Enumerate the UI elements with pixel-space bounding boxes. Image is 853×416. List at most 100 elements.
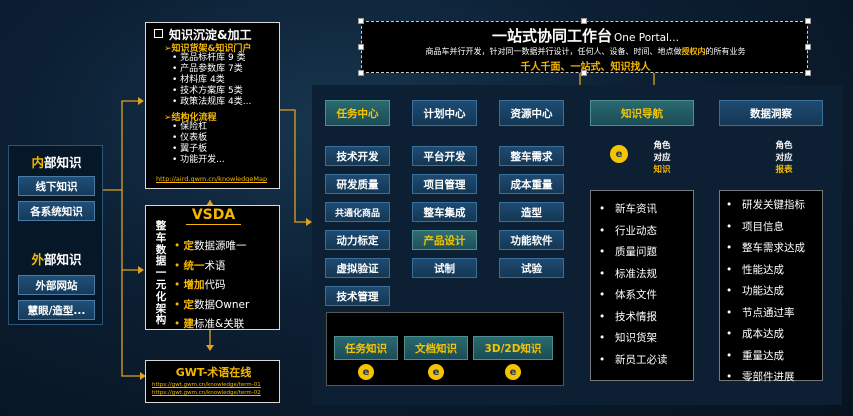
knowledge-nav-list: 新车资讯 行业动态 质量问题 标准法规 体系文件 技术情报 知识货架 新员工必读	[599, 199, 668, 371]
list-item[interactable]: 成本达成	[726, 324, 805, 346]
gwt-box: GWT-术语在线 https://gwt.gwm.cn/knowledge/te…	[145, 360, 280, 403]
tech-development-button[interactable]: 技术开发	[325, 146, 390, 166]
plan-center-header[interactable]: 计划中心	[412, 100, 477, 126]
list-item[interactable]: 竞品标杆库 9 类	[172, 53, 251, 64]
knowledge-nav-header[interactable]: 知识导航	[590, 100, 694, 126]
list-item[interactable]: 仪表板	[172, 133, 225, 144]
knowledge-box-title: 知识沉淀&加工	[154, 26, 279, 43]
selection-handle[interactable]	[805, 18, 811, 24]
knowledge-logo-icon: e	[610, 145, 628, 163]
gwt-link-1[interactable]: https://gwt.gwm.cn/knowledge/term-01	[152, 382, 261, 388]
power-calibration-button[interactable]: 动力标定	[325, 230, 390, 250]
virtual-validation-button[interactable]: 虚拟验证	[325, 258, 390, 278]
portal-subtitle: One Portal...	[614, 32, 679, 44]
knowledge-processing-box: 知识沉淀&加工 ➢知识货架&知识门户 竞品标杆库 9 类 产品参数库 7类 材料…	[145, 22, 280, 189]
vsda-box: VSDA 整车数 据一元 化架构 • 定数据源唯一 • 统一术语 • 增加代码 …	[145, 205, 280, 330]
list-item[interactable]: 整车需求达成	[726, 238, 805, 260]
task-knowledge-tag[interactable]: 任务知识	[334, 336, 398, 360]
data-insight-list-box: 研发关键指标 项目信息 整车需求达成 性能达成 功能达成 节点通过率 成本达成 …	[719, 190, 823, 383]
list-item[interactable]: 性能达成	[726, 260, 805, 282]
list-item[interactable]: 产品参数库 7类	[172, 64, 251, 75]
selection-handle[interactable]	[805, 70, 811, 76]
external-knowledge-title: 外部知识	[31, 252, 82, 267]
selection-handle[interactable]	[358, 44, 364, 50]
vsda-vertical-label: 整车数 据一元 化架构	[155, 220, 167, 327]
vehicle-integration-button[interactable]: 整车集成	[412, 202, 477, 222]
vsda-principles: • 定数据源唯一 • 统一术语 • 增加代码 • 定数据Owner • 建标准&…	[174, 237, 249, 335]
function-software-button[interactable]: 功能软件	[499, 230, 564, 250]
platform-development-button[interactable]: 平台开发	[412, 146, 477, 166]
data-insight-header[interactable]: 数据洞察	[719, 100, 823, 126]
list-item[interactable]: 研发关键指标	[726, 195, 805, 217]
knowledge-logo-icon: e	[505, 364, 521, 380]
knowledge-shelf-list: 竞品标杆库 9 类 产品参数库 7类 材料库 4类 技术方案库 5类 政策法规库…	[172, 53, 251, 108]
selection-handle[interactable]	[581, 70, 587, 76]
list-item[interactable]: 材料库 4类	[172, 75, 251, 86]
list-item[interactable]: 新员工必读	[599, 350, 668, 372]
data-insight-role-note: 角色对应报表	[775, 141, 793, 175]
external-website-button[interactable]: 外部网站	[18, 275, 95, 295]
list-item[interactable]: 标准法规	[599, 264, 668, 286]
list-item[interactable]: 质量问题	[599, 242, 668, 264]
selection-handle[interactable]	[358, 70, 364, 76]
list-item[interactable]: 翼子板	[172, 144, 225, 155]
rd-quality-button[interactable]: 研发质量	[325, 174, 390, 194]
system-knowledge-button[interactable]: 各系统知识	[18, 201, 95, 221]
list-item[interactable]: 零部件进展	[726, 367, 805, 389]
document-knowledge-tag[interactable]: 文档知识	[404, 336, 468, 360]
list-item[interactable]: 节点通过率	[726, 303, 805, 325]
selection-handle[interactable]	[358, 18, 364, 24]
knowledge-nav-list-box: 新车资讯 行业动态 质量问题 标准法规 体系文件 技术情报 知识货架 新员工必读	[590, 190, 694, 381]
list-item: • 定数据源唯一	[174, 240, 247, 252]
list-item[interactable]: 技术情报	[599, 307, 668, 329]
list-item[interactable]: 新车资讯	[599, 199, 668, 221]
styling-button[interactable]: 造型	[499, 202, 564, 222]
3d-2d-knowledge-tag[interactable]: 3D/2D知识	[473, 336, 553, 360]
selection-handle[interactable]	[805, 44, 811, 50]
resource-center-header[interactable]: 资源中心	[499, 100, 564, 126]
knowledge-nav-role-note: 角色对应知识	[653, 141, 671, 175]
list-item[interactable]: 知识货架	[599, 328, 668, 350]
list-item[interactable]: 体系文件	[599, 285, 668, 307]
vehicle-requirements-button[interactable]: 整车需求	[499, 146, 564, 166]
gwt-link-2[interactable]: https://gwt.gwm.cn/knowledge/term-02	[152, 390, 261, 396]
list-item[interactable]: 功能达成	[726, 281, 805, 303]
list-item: • 统一术语	[174, 259, 226, 272]
portal-description: 商品车并行开发，针对同一数据并行设计，任何人、设备、时间、地点做授权内的所有业务	[425, 47, 746, 56]
list-item[interactable]: 重量达成	[726, 346, 805, 368]
knowledge-logo-icon: e	[358, 364, 374, 380]
cost-weight-button[interactable]: 成本重量	[499, 174, 564, 194]
vsda-title: VSDA	[191, 207, 236, 223]
knowledge-source-panel: 内部知识 线下知识 各系统知识 外部知识 外部网站 慧眼/造型...	[8, 145, 103, 325]
gwt-title: GWT-术语在线	[175, 366, 252, 379]
selection-handle[interactable]	[581, 18, 587, 24]
internal-knowledge-title: 内部知识	[31, 155, 82, 170]
knowledge-shelf-section: ➢知识货架&知识门户	[164, 44, 252, 54]
list-item: • 定数据Owner	[174, 298, 250, 311]
testing-button[interactable]: 试验	[499, 258, 564, 278]
offline-knowledge-button[interactable]: 线下知识	[18, 176, 95, 196]
list-item[interactable]: 功能开发...	[172, 155, 225, 166]
trial-production-button[interactable]: 试制	[412, 258, 477, 278]
list-item: • 增加代码	[174, 279, 226, 291]
data-insight-list: 研发关键指标 项目信息 整车需求达成 性能达成 功能达成 节点通过率 成本达成 …	[726, 195, 805, 389]
list-item[interactable]: 政策法规库 4类...	[172, 97, 251, 108]
common-products-button[interactable]: 共通化商品	[325, 202, 390, 222]
knowledge-map-link[interactable]: http://aird.qwm.cn/knowledgeMap	[156, 175, 268, 183]
portal-title: 一站式协同工作台	[492, 27, 613, 45]
structured-process-section: ➢结构化流程	[164, 113, 217, 123]
list-item[interactable]: 行业动态	[599, 221, 668, 243]
task-center-header[interactable]: 任务中心	[325, 100, 390, 126]
list-item[interactable]: 保险杠	[172, 122, 225, 133]
project-management-button[interactable]: 项目管理	[412, 174, 477, 194]
list-item: • 建标准&关联	[174, 318, 245, 330]
huiyan-styling-button[interactable]: 慧眼/造型...	[18, 300, 95, 320]
product-design-button[interactable]: 产品设计	[412, 230, 477, 250]
list-item[interactable]: 项目信息	[726, 217, 805, 239]
list-item[interactable]: 技术方案库 5类	[172, 86, 251, 97]
portal-slogan: 千人千面、一站式、知识找人	[520, 62, 651, 73]
knowledge-logo-icon: e	[428, 364, 444, 380]
tech-management-button[interactable]: 技术管理	[325, 286, 390, 306]
